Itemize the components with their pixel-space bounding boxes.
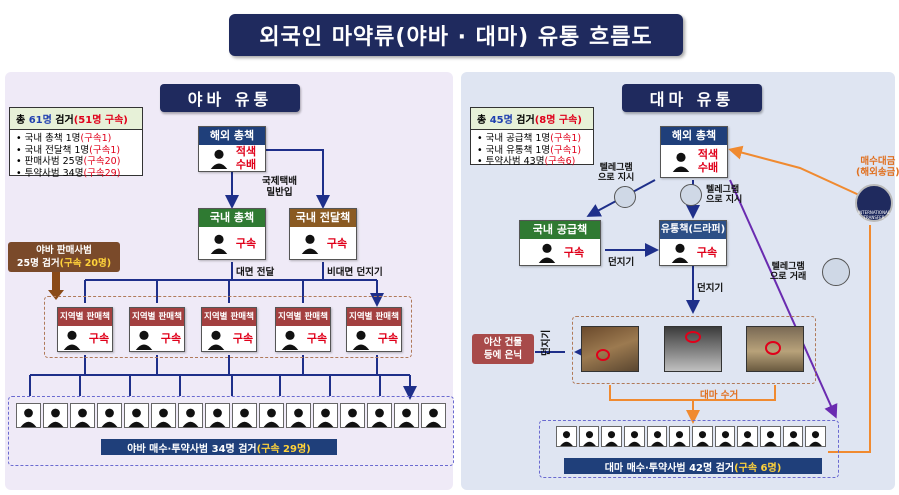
- person-icon: [671, 243, 689, 263]
- seller-box: 지역별 판매책 구속: [346, 307, 402, 352]
- cannabis-summary: 총 45명 검거(8명 구속) 국내 공급책 1명(구속1) 국내 유통책 1명…: [470, 107, 594, 168]
- payment-note: 매수대금(해외송금): [856, 156, 899, 178]
- person-icon: [210, 149, 228, 169]
- summary-item: 투약사범 43명(구속6): [477, 156, 587, 168]
- buyer-person-icon: [232, 403, 257, 428]
- cannabis-buyers-row: [556, 426, 827, 452]
- buyer-person-icon: [782, 426, 804, 447]
- pickup-label: 대마 수거: [700, 390, 739, 401]
- drop-label: 던지기: [697, 283, 724, 294]
- person-icon: [352, 330, 370, 350]
- summary-item: 판매사범 25명(구속20): [16, 156, 136, 168]
- buyer-person-icon: [70, 403, 95, 428]
- person-icon: [63, 330, 81, 350]
- yaba-buyers-group: [8, 396, 454, 466]
- bank-icon: INTERNATIONAL TRANSFER: [855, 184, 893, 222]
- buyer-person-icon: [805, 426, 827, 447]
- buyer-person-icon: [624, 426, 645, 447]
- summary-item: 국내 전달책 1명(구속1): [16, 145, 136, 157]
- buyer-person-icon: [43, 403, 68, 428]
- cannabis-supplier: 국내 공급책 구속: [519, 220, 601, 266]
- summary-item: 국내 유통책 1명(구속1): [477, 145, 587, 157]
- seller-box: 지역별 판매책 구속: [201, 307, 257, 352]
- buyer-person-icon: [97, 403, 122, 428]
- buyer-person-icon: [367, 403, 392, 428]
- summary-item: 투약사범 34명(구속29): [16, 168, 136, 180]
- buyer-person-icon: [313, 403, 338, 428]
- buyer-person-icon: [394, 403, 419, 428]
- seller-callout: 야바 판매사범 25명 검거(구속 20명): [8, 242, 120, 272]
- buyer-person-icon: [601, 426, 623, 447]
- phone-telegram-icon: [614, 186, 636, 208]
- buyer-person-icon: [16, 403, 41, 428]
- buyer-person-icon: [259, 403, 284, 428]
- buyer-person-icon: [151, 403, 176, 428]
- buyer-person-icon: [737, 426, 759, 447]
- yaba-domestic-boss: 국내 총책 구속: [198, 208, 266, 260]
- drop-site-photo: [664, 326, 722, 372]
- buyer-person-icon: [340, 403, 365, 428]
- buyer-person-icon: [578, 426, 600, 447]
- buyer-person-icon: [760, 426, 781, 447]
- drop-site-photo: [746, 326, 804, 372]
- seller-box: 지역별 판매책 구속: [129, 307, 185, 352]
- yaba-courier: 국내 전달책 구속: [289, 208, 357, 260]
- cannabis-buyers-group: [539, 420, 839, 478]
- buyer-person-icon: [286, 403, 311, 428]
- phone-telegram-icon: [680, 184, 702, 206]
- buyer-person-icon: [178, 403, 203, 428]
- yaba-summary: 총 61명 검거(51명 구속) 국내 총책 1명(구속1) 국내 전달책 1명…: [9, 107, 143, 179]
- summary-item: 국내 공급책 1명(구속1): [477, 133, 587, 145]
- person-icon: [207, 330, 225, 350]
- person-icon: [210, 234, 228, 254]
- person-icon: [672, 152, 690, 172]
- buyer-person-icon: [646, 426, 668, 447]
- face-to-face-label: 대면 전달: [236, 267, 275, 278]
- cannabis-heading: 대마 유통: [622, 84, 762, 112]
- drop-label: 던지기: [541, 329, 552, 356]
- contactless-drop-label: 비대면 던지기: [327, 267, 383, 278]
- buyer-person-icon: [124, 403, 149, 428]
- seller-box: 지역별 판매책 구속: [57, 307, 113, 352]
- cannabis-dropper: 유통책(드라퍼) 구속: [659, 220, 727, 266]
- buyer-person-icon: [421, 403, 446, 428]
- seller-box: 지역별 판매책 구속: [275, 307, 331, 352]
- person-icon: [301, 234, 319, 254]
- yaba-result-bar: 야바 매수·투약사범 34명 검거(구속 29명): [101, 439, 337, 455]
- sellers-group: [44, 296, 412, 358]
- summary-item: 국내 총책 1명(구속1): [16, 133, 136, 145]
- yaba-heading: 야바 유통: [160, 84, 300, 112]
- drop-label: 던지기: [608, 257, 635, 268]
- person-icon: [135, 330, 153, 350]
- person-icon: [281, 330, 299, 350]
- buyer-person-icon: [714, 426, 736, 447]
- buyer-person-icon: [692, 426, 713, 447]
- cannabis-result-bar: 대마 매수·투약사범 42명 검거(구속 6명): [564, 458, 822, 474]
- page-title: 외국인 마약류(야바 · 대마) 유통 흐름도: [229, 14, 683, 56]
- buyer-person-icon: [556, 426, 577, 447]
- yaba-buyers-row: [16, 403, 446, 433]
- drop-site-photo: [581, 326, 639, 372]
- buyer-person-icon: [669, 426, 691, 447]
- drop-sites-group: [572, 316, 816, 384]
- buyer-person-icon: [205, 403, 230, 428]
- phone-telegram-icon: [822, 258, 850, 286]
- person-icon: [538, 243, 556, 263]
